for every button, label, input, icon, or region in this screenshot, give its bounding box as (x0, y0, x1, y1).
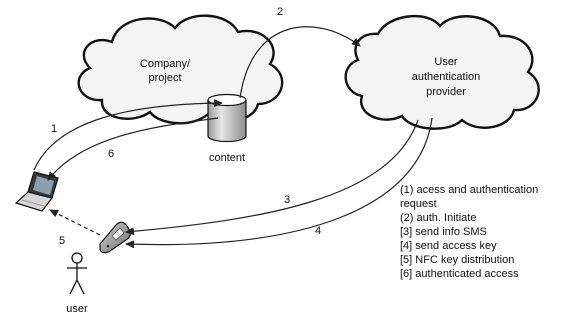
legend-line-5: [4] send access key (400, 240, 497, 252)
content-label: content (209, 152, 245, 164)
provider-cloud: User authentication provider (344, 14, 540, 130)
arrow-label-4: 4 (315, 225, 321, 237)
legend-line-2: request (400, 198, 437, 210)
arrow-label-5: 5 (59, 235, 65, 247)
legend-line-6: [5] NFC key distribution (400, 254, 514, 266)
arrow-label-1: 1 (51, 123, 57, 135)
laptop-icon (14, 171, 59, 212)
arrow-3 (125, 119, 419, 236)
mobile-phone-icon (99, 221, 132, 254)
arrow-label-2: 2 (277, 6, 283, 18)
arrow-6 (47, 117, 219, 181)
provider-label-line3: provider (426, 86, 466, 98)
legend-line-4: [3] send info SMS (400, 226, 487, 238)
arrow-label-6: 6 (108, 148, 114, 160)
company-cloud: Company/ project (77, 14, 284, 125)
legend-line-7: [6] authenticated access (400, 268, 519, 280)
company-label-line1: Company/ (140, 58, 191, 70)
legend: (1) acess and authentication request (2)… (400, 184, 538, 280)
provider-label-line1: User (434, 56, 458, 68)
arrow-1 (33, 99, 223, 171)
legend-line-1: (1) acess and authentication (400, 184, 538, 196)
legend-line-3: (2) auth. Initiate (400, 212, 476, 224)
user-actor-icon: user (66, 252, 88, 315)
arrow-5 (49, 209, 101, 236)
company-label-line2: project (148, 72, 181, 84)
provider-cloud-shape (344, 14, 540, 130)
user-label: user (66, 303, 88, 315)
content-database-icon: content (207, 93, 247, 164)
provider-label-line2: authentication (412, 71, 481, 83)
arrow-label-3: 3 (284, 194, 290, 206)
arrow-2 (239, 26, 361, 99)
arrow-4 (125, 117, 433, 249)
